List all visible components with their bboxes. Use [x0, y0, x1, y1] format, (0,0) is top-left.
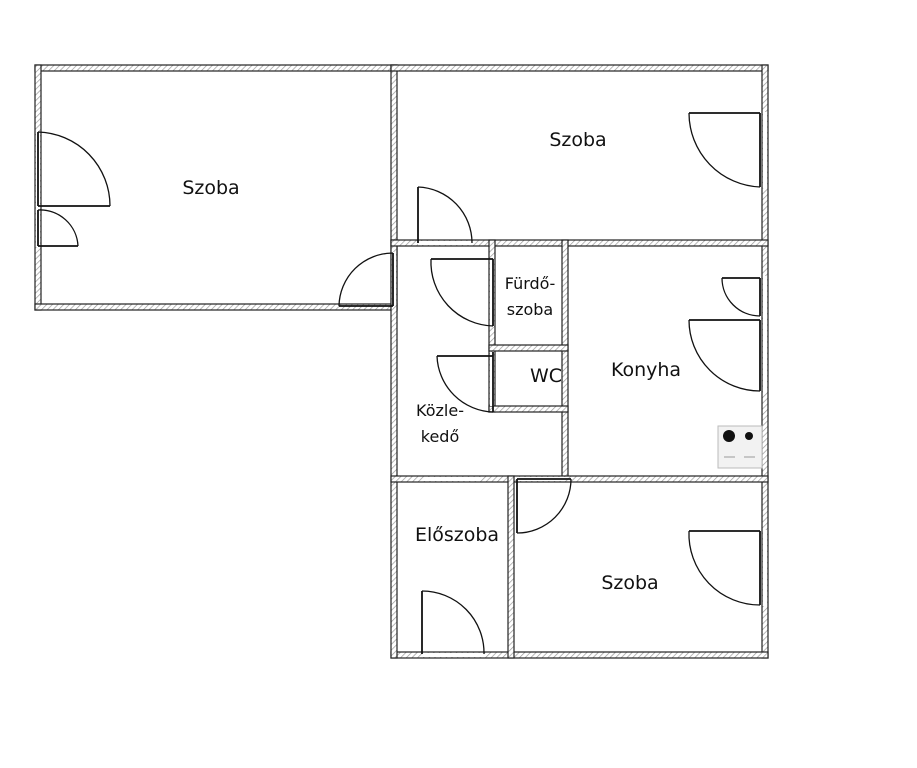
doors [37, 112, 761, 655]
room-label-kozlekedo-line1: Közle- [416, 401, 464, 420]
door-szoba-bottom-right-wall [688, 530, 761, 606]
door-left-room-main [37, 131, 111, 207]
door-szoba-top-entry [417, 186, 473, 244]
door-konyha-small [721, 277, 761, 317]
door-szoba-bottom-entry [516, 478, 572, 534]
wall-top-right [390, 64, 769, 72]
stove-icon [717, 425, 763, 469]
room-label-szoba-bottom-right: Szoba [601, 572, 658, 594]
door-left-room-corridor [338, 252, 394, 307]
wall-bath-wc [488, 344, 569, 352]
wall-wc-bottom [488, 405, 569, 413]
wall-eloszoba-right [507, 475, 515, 659]
room-label-furdoszoba-line1: Fürdő- [505, 274, 555, 293]
room-label-kozlekedo-line2: kedő [421, 427, 459, 446]
room-label-szoba-top-right: Szoba [549, 129, 606, 151]
door-left-room-small [37, 209, 79, 247]
room-label-konyha: Konyha [611, 359, 681, 381]
door-entrance [421, 590, 485, 655]
wall-middle-horizontal [390, 475, 769, 483]
wall-under-szoba-top [390, 239, 769, 247]
room-label-eloszoba: Előszoba [415, 524, 499, 546]
wall-left-room-top [34, 64, 398, 72]
room-label-szoba-left: Szoba [182, 177, 239, 199]
door-szoba-top-right-wall [688, 112, 761, 188]
door-wc [436, 352, 494, 413]
door-konyha-large [688, 319, 761, 392]
door-bathroom [430, 258, 494, 327]
wall-bath-right [561, 239, 569, 481]
room-label-furdoszoba-line2: szoba [507, 300, 553, 319]
wall-left-room-bottom [34, 303, 398, 311]
room-label-wc: WC [530, 365, 562, 387]
room-labels: Szoba Szoba Fürdő- szoba WC Konyha Közle… [182, 129, 681, 594]
